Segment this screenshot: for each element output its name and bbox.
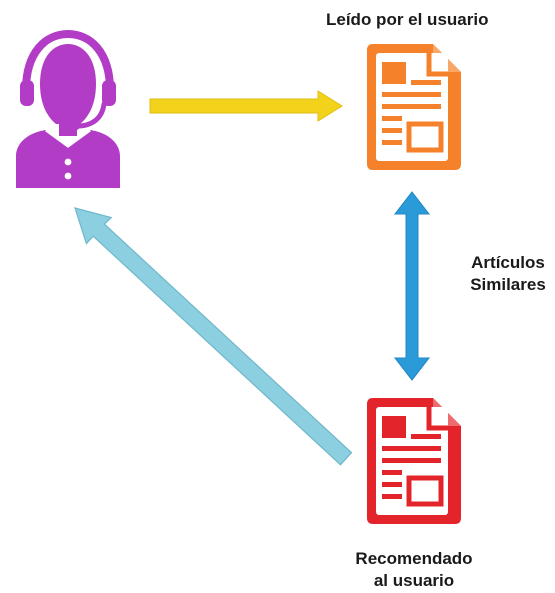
recommended-line1: Recomendado [355, 549, 473, 568]
light-blue-arrow-shape [74, 207, 353, 466]
similar-articles-line1: Artículos [471, 253, 545, 272]
similar-articles-line2: Similares [470, 275, 546, 294]
read-document-icon [367, 44, 461, 170]
user-headset-icon [16, 29, 120, 188]
arrow-similar-articles [393, 191, 431, 381]
read-by-user-label: Leído por el usuario [326, 10, 489, 29]
arrow-recommend-to-user [74, 207, 353, 466]
similar-articles-label: Artículos Similares [462, 252, 554, 296]
recommended-to-user-label: Recomendado al usuario [344, 548, 484, 592]
recommended-document-icon [367, 398, 461, 524]
blue-double-arrow-shape [393, 191, 431, 381]
arrow-user-to-read [149, 90, 343, 122]
yellow-arrow-shape [149, 90, 343, 122]
recommended-line2: al usuario [373, 571, 455, 590]
